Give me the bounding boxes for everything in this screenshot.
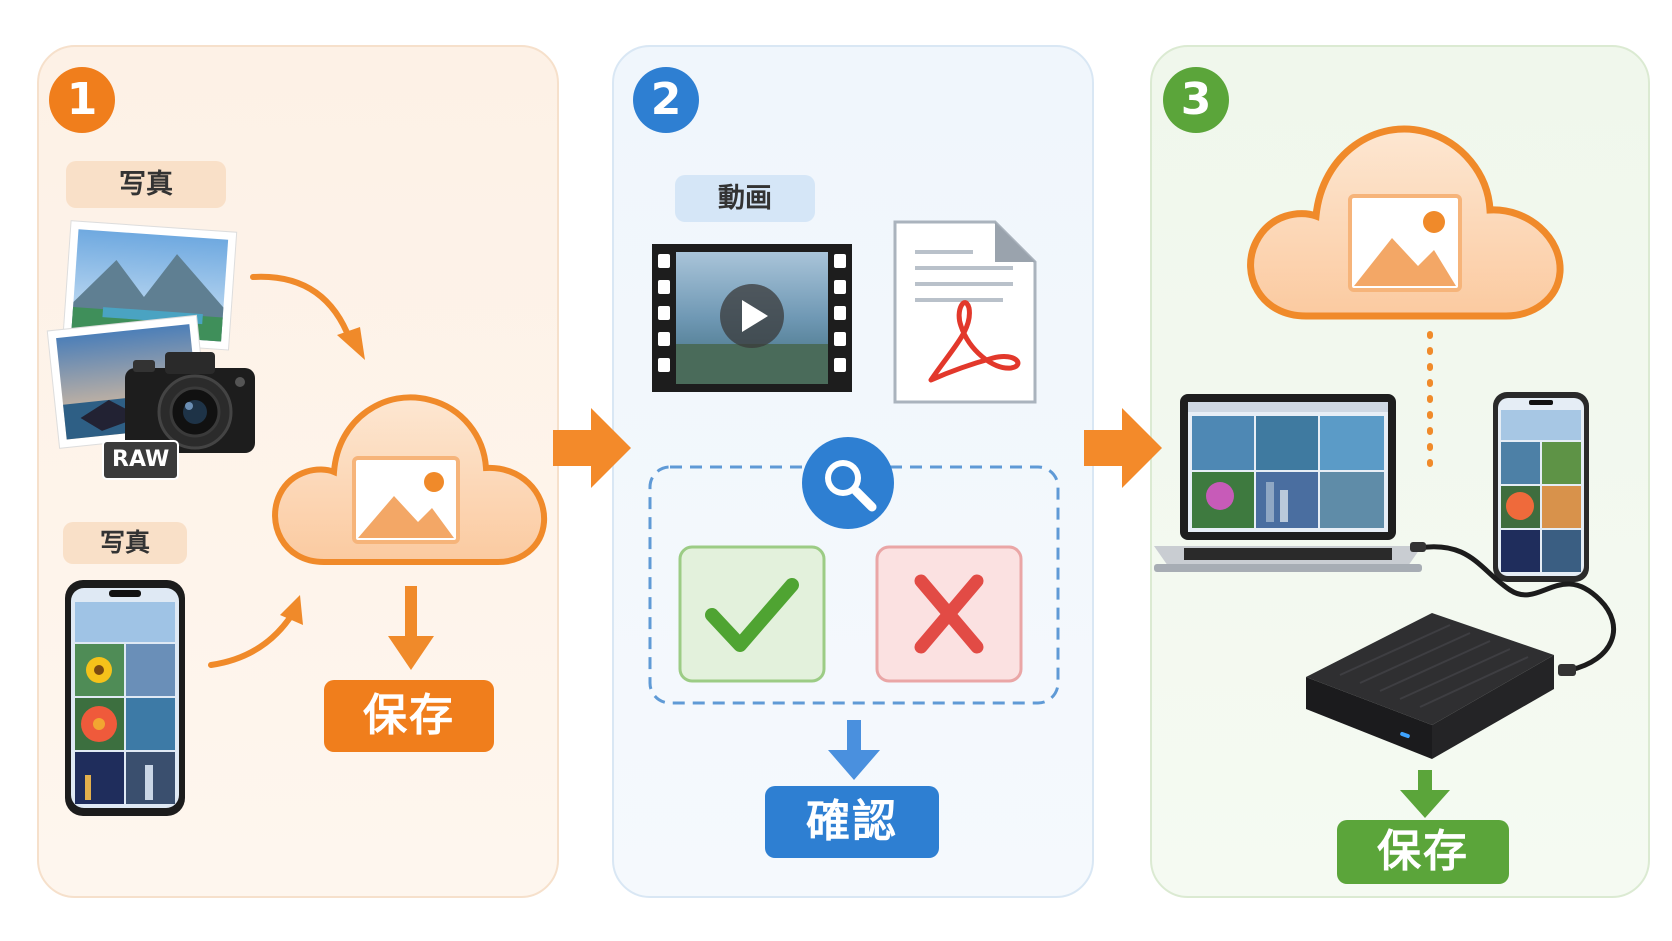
save-button[interactable]: 保存 [324,680,494,752]
cable-icon [1410,542,1617,676]
step-2-number: 2 [633,67,699,133]
step-3-number: 3 [1163,67,1229,133]
down-arrow-icon [828,720,880,780]
camera-icon [125,352,255,453]
smartphone-gallery-icon [1493,392,1589,582]
pdf-document-icon [893,220,1037,404]
sync-dotted-line [1427,331,1433,469]
cross-icon[interactable] [875,545,1023,683]
cloud-image-icon [1247,125,1564,320]
step-1-number: 1 [49,67,115,133]
down-arrow-icon [388,586,434,670]
curved-arrow-icon [208,595,303,668]
search-icon[interactable] [800,435,896,531]
curved-arrow-icon [250,273,365,360]
smartphone-gallery-icon [65,580,185,816]
cloud-image-icon [272,394,548,565]
confirm-button[interactable]: 確認 [765,786,939,858]
laptop-icon [1154,394,1422,572]
video-film-icon [652,244,852,392]
save-button[interactable]: 保存 [1337,820,1509,884]
next-step-arrow-icon [1084,408,1162,488]
external-hdd-icon [1306,613,1554,759]
next-step-arrow-icon [553,408,631,488]
raw-badge: RAW [102,440,180,480]
video-tag: 動画 [675,175,815,222]
down-arrow-icon [1400,770,1450,818]
photo-tag-camera: 写真 [66,161,226,208]
photo-tag-phone: 写真 [63,522,187,564]
photo-stack-icon [46,220,238,449]
check-icon[interactable] [678,545,826,683]
